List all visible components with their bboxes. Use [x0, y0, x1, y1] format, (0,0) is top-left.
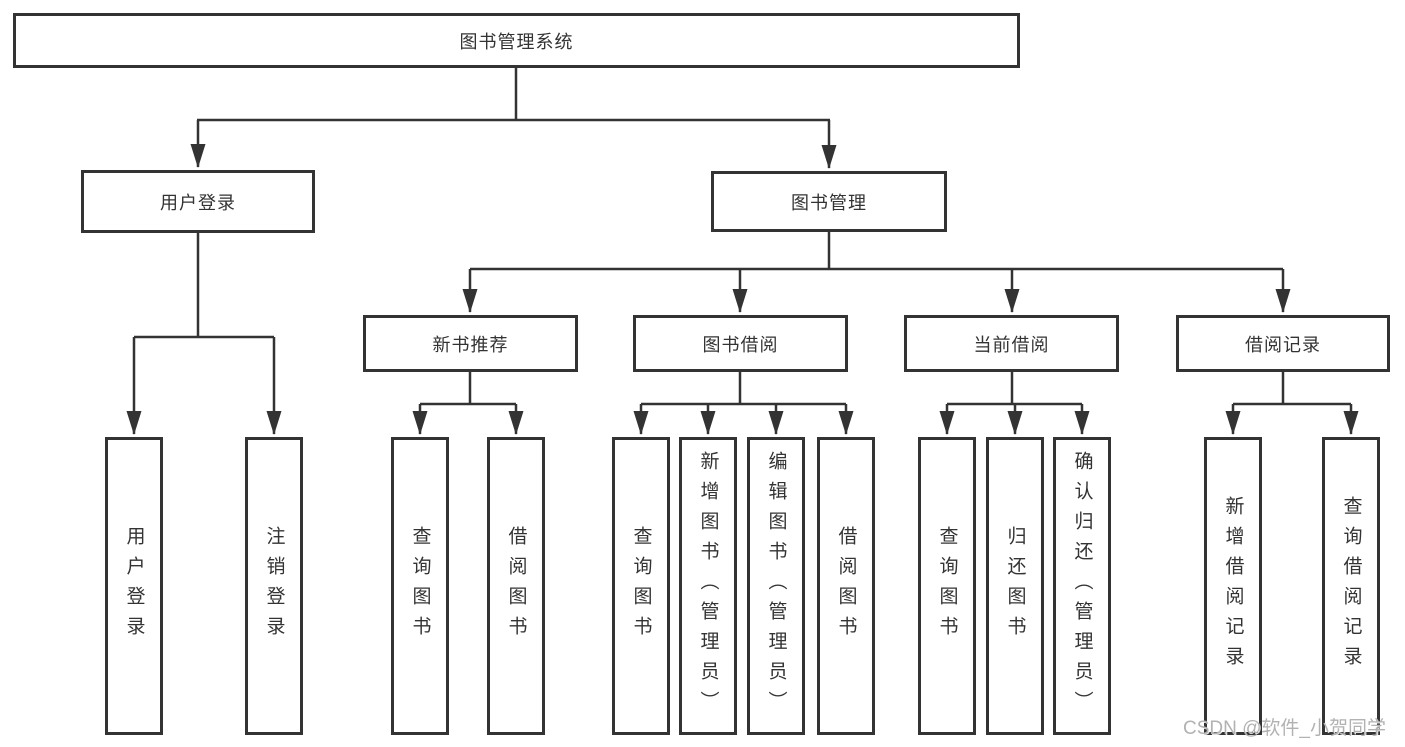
- node-label: 确认归还（管理员）: [1071, 451, 1093, 721]
- node-book-borrowing: 图书借阅: [633, 315, 848, 372]
- node-label: 查询图书: [630, 526, 652, 646]
- node-current-borrowing: 当前借阅: [904, 315, 1119, 372]
- leaf-add-borrow-record: 新增借阅记录: [1204, 437, 1262, 735]
- node-label: 借阅图书: [505, 526, 527, 646]
- node-label: 图书管理系统: [459, 31, 574, 52]
- leaf-confirm-return-admin: 确认归还（管理员）: [1053, 437, 1111, 735]
- node-label: 新增图书（管理员）: [697, 451, 719, 721]
- node-label: 图书管理: [791, 192, 867, 213]
- node-label: 查询借阅记录: [1340, 496, 1362, 676]
- node-label: 借阅图书: [835, 526, 857, 646]
- node-label: 图书借阅: [702, 334, 779, 355]
- node-label: 用户登录: [123, 526, 145, 646]
- node-label: 借阅记录: [1245, 334, 1321, 355]
- node-label: 用户登录: [160, 192, 236, 213]
- node-new-book-recommendation: 新书推荐: [363, 315, 578, 372]
- node-label: 编辑图书（管理员）: [765, 451, 787, 721]
- csdn-watermark: CSDN @软件_小贺同学: [1183, 718, 1386, 739]
- node-label: 新增借阅记录: [1222, 496, 1244, 676]
- leaf-user-login: 用户登录: [105, 437, 163, 735]
- node-label: 查询图书: [936, 526, 958, 646]
- node-label: 查询图书: [409, 526, 431, 646]
- leaf-query-books-borrowing: 查询图书: [612, 437, 670, 735]
- node-borrowing-records: 借阅记录: [1176, 315, 1390, 372]
- leaf-query-books-recommend: 查询图书: [391, 437, 449, 735]
- leaf-logout: 注销登录: [245, 437, 303, 735]
- leaf-add-book-admin: 新增图书（管理员）: [679, 437, 737, 735]
- node-label: 当前借阅: [973, 334, 1050, 355]
- node-library-management-system: 图书管理系统: [13, 13, 1020, 68]
- node-label: 归还图书: [1004, 526, 1026, 646]
- node-book-management: 图书管理: [711, 171, 947, 232]
- leaf-borrow-books-recommend: 借阅图书: [487, 437, 545, 735]
- node-user-login: 用户登录: [81, 170, 315, 233]
- node-label: 新书推荐: [432, 334, 509, 355]
- leaf-borrow-books: 借阅图书: [817, 437, 875, 735]
- leaf-edit-book-admin: 编辑图书（管理员）: [747, 437, 805, 735]
- leaf-query-books-current: 查询图书: [918, 437, 976, 735]
- leaf-return-book: 归还图书: [986, 437, 1044, 735]
- node-label: 注销登录: [263, 526, 285, 646]
- leaf-query-borrow-record: 查询借阅记录: [1322, 437, 1380, 735]
